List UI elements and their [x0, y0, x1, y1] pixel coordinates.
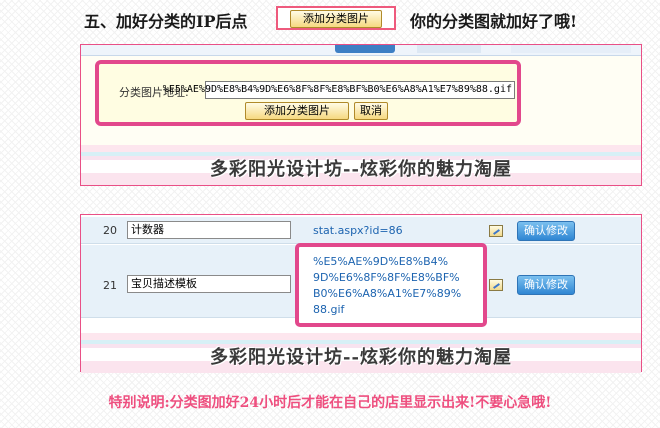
confirm-edit-button[interactable]: 确认修改	[517, 221, 575, 241]
special-note: 特别说明:分类图加好24小时后才能在自己的店里显示出来!不要心急哦!	[108, 395, 552, 411]
top-tab	[417, 45, 481, 53]
banner-text: 多彩阳光设计坊--炫彩你的魅力淘屋	[210, 159, 512, 180]
panel-top-strip	[81, 45, 641, 56]
add-category-image-button[interactable]: 添加分类图片	[245, 102, 349, 120]
table-row: 20 计数器 stat.aspx?id=86 确认修改	[81, 217, 641, 244]
edit-icon[interactable]	[489, 225, 503, 237]
image-url-label: 分类图片地址:	[119, 86, 189, 99]
url-line: %E5%AE%9D%E8%B4%	[313, 255, 449, 268]
url-line: B0%E6%A8%A1%E7%89%	[313, 287, 462, 300]
row-number: 21	[103, 279, 117, 292]
step-instruction: 五、加好分类的IP后点 添加分类图片 你的分类图就加好了哦!	[0, 6, 660, 32]
category-url-link[interactable]: stat.aspx?id=86	[313, 224, 403, 237]
category-name-input[interactable]: 宝贝描述模板	[127, 275, 291, 293]
top-tab	[511, 45, 631, 53]
shop-banner: 多彩阳光设计坊--炫彩你的魅力淘屋	[81, 145, 641, 185]
category-url-highlight[interactable]: %E5%AE%9D%E8%B4% 9D%E6%8F%8F%E8%BF% B0%E…	[295, 243, 487, 327]
cancel-button[interactable]: 取消	[354, 102, 388, 120]
row-number: 20	[103, 224, 117, 237]
confirm-edit-button[interactable]: 确认修改	[517, 275, 575, 295]
shop-banner: 多彩阳光设计坊--炫彩你的魅力淘屋	[81, 333, 641, 373]
add-image-panel: 分类图片地址: %E5%AE%9D%E8%B4%9D%E6%8F%8F%E8%B…	[80, 44, 642, 186]
banner-text: 多彩阳光设计坊--炫彩你的魅力淘屋	[210, 347, 512, 368]
edit-icon[interactable]	[489, 279, 503, 291]
url-line: 9D%E6%8F%8F%E8%BF%	[313, 271, 460, 284]
step-button-highlight: 添加分类图片	[276, 6, 396, 30]
category-name-input[interactable]: 计数器	[127, 221, 291, 239]
category-list-panel: 20 计数器 stat.aspx?id=86 确认修改 21 宝贝描述模板 确认…	[80, 214, 642, 373]
step-prefix-text: 五、加好分类的IP后点	[84, 12, 248, 31]
url-line: 88.gif	[313, 303, 345, 316]
top-tab-active	[335, 45, 395, 53]
image-url-input[interactable]: %E5%AE%9D%E8%B4%9D%E6%8F%8F%E8%BF%B0%E6%…	[163, 81, 515, 99]
step-suffix-text: 你的分类图就加好了哦!	[410, 12, 578, 31]
image-url-form: 分类图片地址: %E5%AE%9D%E8%B4%9D%E6%8F%8F%E8%B…	[95, 60, 521, 126]
step-add-category-image-button[interactable]: 添加分类图片	[290, 10, 382, 28]
